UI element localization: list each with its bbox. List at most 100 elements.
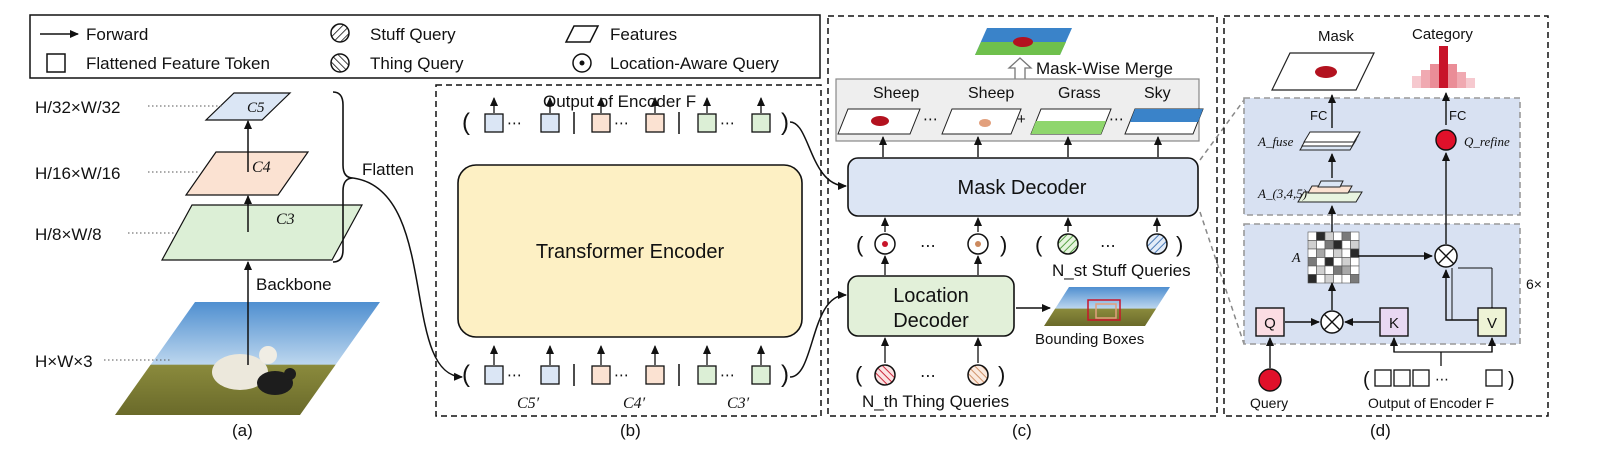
black-sheep-icon (257, 371, 293, 395)
token-dots: ⋯ (720, 367, 735, 384)
thing-query-orange-icon (967, 364, 989, 386)
attention-cell (1324, 274, 1334, 284)
attention-cell (1307, 257, 1317, 267)
thing-query-bracket-right: ) (998, 362, 1005, 387)
c5-feature-map (204, 92, 292, 121)
query-input-label: Query (1250, 395, 1288, 411)
flattened-token (540, 365, 560, 385)
fc-right-label: FC (1449, 108, 1466, 123)
attention-cell (1333, 240, 1343, 250)
c5-label: C5 (247, 100, 265, 116)
stuff-query-dots: ⋯ (1100, 238, 1116, 255)
v-label: V (1487, 315, 1497, 332)
flattened-token (751, 365, 771, 385)
legend-features: Features (610, 25, 677, 44)
svg-text:(: ( (1363, 369, 1370, 391)
attention-cell (1341, 265, 1351, 275)
panel-c: Mask-Wise Merge Sheep Sheep Grass Sky ⋯ … (789, 15, 1218, 440)
attention-cell (1350, 274, 1360, 284)
location-decoder-label-1: Location (893, 285, 969, 307)
k-label: K (1389, 315, 1399, 332)
query-input-icon (1258, 368, 1282, 392)
c4-prime-label: C4′ (623, 395, 646, 412)
repeat-6x-label: 6× (1526, 276, 1542, 292)
mask-plus: + (1017, 111, 1026, 128)
attention-cell (1333, 274, 1343, 284)
transformer-encoder-label: Transformer Encoder (536, 241, 725, 263)
thing-queries-label: N_th Thing Queries (862, 392, 1009, 411)
flattened-token (540, 113, 560, 133)
panel-a: C3 C4 C5 H/32×W/32 H/16×W/16 H/8×W/8 H×W… (35, 91, 463, 440)
token-bracket-right: ) (781, 361, 789, 388)
legend-stuff-query: Stuff Query (370, 25, 456, 44)
svg-text:): ) (1508, 369, 1515, 391)
attention-cell (1333, 248, 1343, 258)
location-decoder-block (847, 275, 1015, 337)
attention-cell (1333, 265, 1343, 275)
attention-cell (1350, 248, 1360, 258)
q-label: Q (1264, 315, 1276, 332)
attention-cell (1307, 240, 1317, 250)
legend-thing-query: Thing Query (370, 54, 464, 73)
mask-label-grass: Grass (1058, 85, 1101, 102)
white-sheep-icon (212, 354, 268, 390)
attention-cell (1341, 248, 1351, 258)
attention-cell (1316, 265, 1326, 275)
attention-cell (1316, 231, 1326, 241)
stuff-query-bracket-right: ) (1176, 232, 1183, 257)
bounding-boxes-label: Bounding Boxes (1035, 331, 1144, 348)
mask-wise-merge-label: Mask-Wise Merge (1036, 59, 1173, 78)
res-c5: H/32×W/32 (35, 98, 121, 117)
stuff-query-green-icon (1057, 233, 1079, 255)
attention-cell (1316, 257, 1326, 267)
panel-d-border (1223, 15, 1549, 417)
stuff-query-blue-icon (1146, 233, 1168, 255)
token-bracket-left: ( (462, 109, 470, 136)
bounding-boxes-image (1044, 287, 1170, 326)
thing-query-dots: ⋯ (920, 368, 936, 385)
caption-d: (d) (1370, 421, 1391, 440)
attention-cell (1307, 265, 1317, 275)
attention-cell (1350, 257, 1360, 267)
attention-a-label: A (1291, 251, 1301, 266)
attention-cell (1307, 248, 1317, 258)
res-c3: H/8×W/8 (35, 225, 102, 244)
thing-query-icon (330, 53, 350, 73)
token-bracket-right: ) (781, 109, 789, 136)
attention-cell (1324, 240, 1334, 250)
attention-cell (1324, 231, 1334, 241)
panel-b-border (435, 84, 822, 417)
attention-cell (1324, 257, 1334, 267)
caption-c: (c) (1012, 421, 1032, 440)
attention-cell (1316, 274, 1326, 284)
token-dots: ⋯ (507, 115, 522, 132)
stuff-query-icon (330, 23, 350, 43)
attention-cell (1341, 274, 1351, 284)
legend-location-aware-query: Location-Aware Query (610, 54, 779, 73)
attention-cell (1350, 231, 1360, 241)
q-refine-label: Q_refine (1464, 134, 1510, 149)
a-fuse-stack (1299, 131, 1361, 151)
flattened-token (645, 365, 665, 385)
merged-result-image (975, 28, 1072, 55)
attention-cell (1307, 231, 1317, 241)
attention-cell (1316, 248, 1326, 258)
attention-cell (1341, 257, 1351, 267)
token-dots: ⋯ (507, 367, 522, 384)
mask-label-sheep-1: Sheep (873, 85, 919, 102)
panel-c-border (827, 15, 1218, 417)
legend-flattened-token: Flattened Feature Token (86, 54, 270, 73)
fc-left-label: FC (1310, 108, 1327, 123)
encoder-input-tokens: ()⋯⋯⋯ (462, 345, 789, 388)
flattened-token (484, 113, 504, 133)
k-box (1379, 307, 1409, 337)
attention-cell (1307, 274, 1317, 284)
panel-d-encoder-tokens: ( ⋯ ) (1363, 369, 1515, 391)
mask-label-sheep-2: Sheep (968, 85, 1014, 102)
stuff-queries-label: N_st Stuff Queries (1052, 261, 1191, 280)
legend-forward: Forward (86, 25, 148, 44)
encoder-output-tokens: ()⋯⋯⋯ (462, 97, 789, 136)
mask-decoder-block (847, 157, 1199, 217)
mask-label-sky: Sky (1144, 85, 1171, 102)
